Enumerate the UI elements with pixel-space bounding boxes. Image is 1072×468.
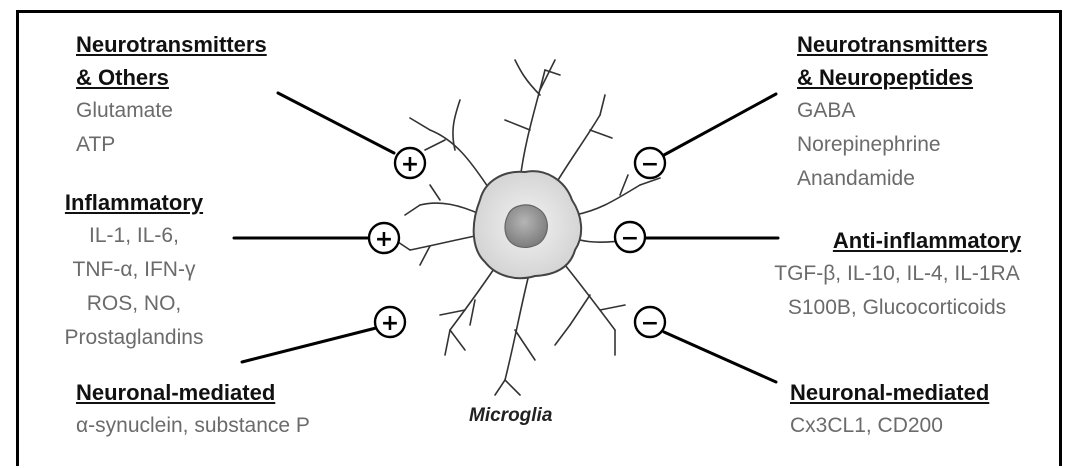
group-heading: Inflammatory <box>34 186 234 219</box>
group-item: Prostaglandins <box>34 321 234 355</box>
group-item: GABA <box>797 94 988 128</box>
group-heading: Anti-inflammatory <box>736 224 1058 257</box>
sign-left-3: + <box>381 311 399 336</box>
right-group-neurotransmitters: Neurotransmitters & Neuropeptides GABA N… <box>797 28 988 196</box>
sign-right-3: − <box>641 311 659 336</box>
right-group-antiinflammatory: Anti-inflammatory TGF-β, IL-10, IL-4, IL… <box>736 224 1058 325</box>
group-heading: & Neuropeptides <box>797 61 988 94</box>
left-group-inflammatory: Inflammatory IL-1, IL-6, TNF-α, IFN-γ RO… <box>34 186 234 355</box>
connector-left-3 <box>242 328 376 362</box>
right-group-neuronal: Neuronal-mediated Cx3CL1, CD200 <box>790 376 989 443</box>
group-item: ATP <box>76 128 267 162</box>
group-item: Cx3CL1, CD200 <box>790 409 989 443</box>
group-heading: & Others <box>76 61 267 94</box>
sign-left-2: + <box>375 227 393 252</box>
group-heading: Neuronal-mediated <box>76 376 310 409</box>
group-item: ROS, NO, <box>34 287 234 321</box>
sign-right-2: − <box>621 226 639 251</box>
group-heading: Neurotransmitters <box>797 28 988 61</box>
group-item: α-synuclein, substance P <box>76 409 310 443</box>
left-group-neuronal: Neuronal-mediated α-synuclein, substance… <box>76 376 310 443</box>
connector-left-1 <box>278 93 394 153</box>
group-item: IL-1, IL-6, <box>34 219 234 253</box>
group-item: TGF-β, IL-10, IL-4, IL-1RA <box>736 257 1058 291</box>
left-group-neurotransmitters: Neurotransmitters & Others Glutamate ATP <box>76 28 267 162</box>
group-heading: Neuronal-mediated <box>790 376 989 409</box>
group-heading: Neurotransmitters <box>76 28 267 61</box>
connector-right-1 <box>664 94 776 155</box>
group-item: Anandamide <box>797 162 988 196</box>
sign-left-1: + <box>401 152 419 177</box>
sign-right-1: − <box>641 152 659 177</box>
cell-nucleus <box>505 205 547 247</box>
group-item: TNF-α, IFN-γ <box>34 253 234 287</box>
group-item: S100B, Glucocorticoids <box>736 291 1058 325</box>
cell-caption: Microglia <box>469 405 552 427</box>
group-item: Norepinephrine <box>797 128 988 162</box>
connector-right-3 <box>664 332 776 382</box>
group-item: Glutamate <box>76 94 267 128</box>
